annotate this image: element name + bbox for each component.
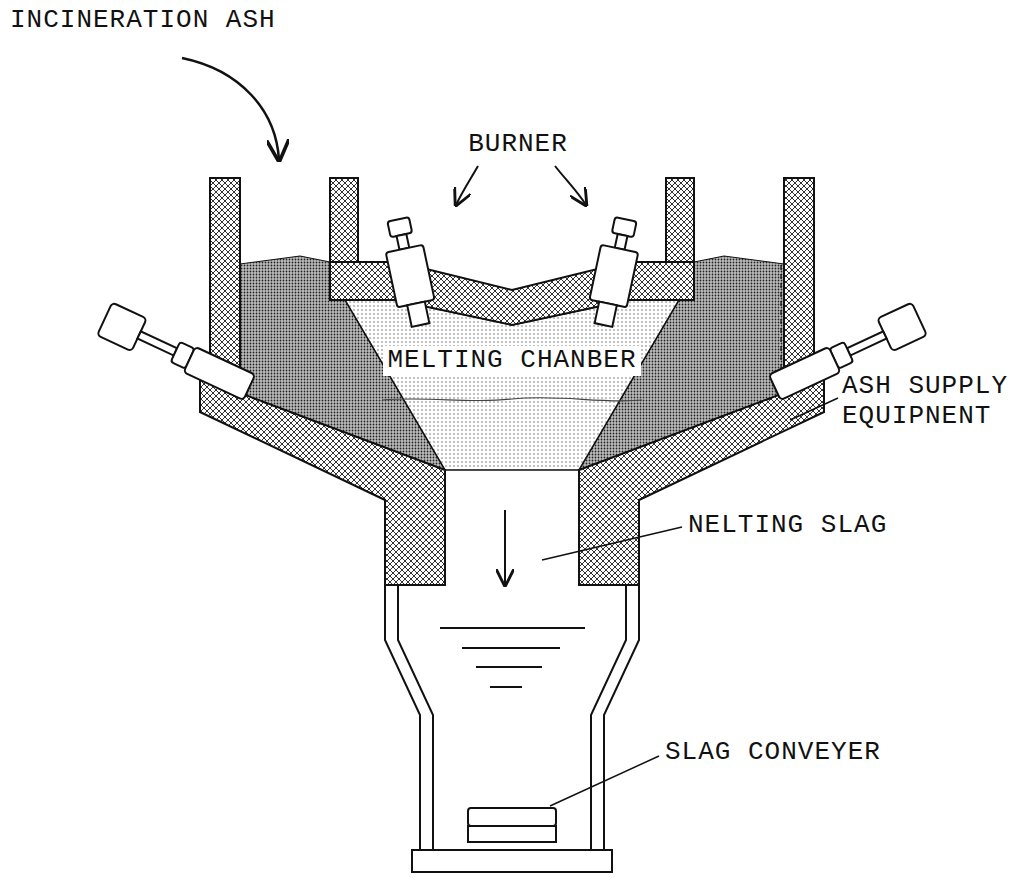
conveyor-symbol	[468, 808, 556, 826]
leader-line	[542, 527, 682, 560]
leader-arrow	[555, 166, 586, 205]
furnace-base	[200, 378, 445, 585]
feed-path	[252, 398, 440, 468]
flow-arrow	[504, 510, 506, 585]
feeder-symbol	[97, 303, 257, 403]
outer-wall	[210, 178, 240, 378]
ash-input-label: INCINERATION ASH	[10, 6, 276, 36]
feed-path	[584, 398, 772, 468]
burner-label: BURNER	[468, 130, 568, 160]
burner-symbol	[380, 215, 440, 329]
furnace-roof	[330, 262, 694, 325]
outer-wall	[784, 178, 814, 378]
tank-wall	[385, 585, 433, 850]
melt-surface	[382, 398, 642, 401]
inner-wall	[666, 178, 694, 270]
chamber-label: MELTING CHANBER	[383, 346, 640, 376]
wall-face	[780, 265, 781, 378]
conveyor-symbol	[468, 826, 556, 842]
leader-line	[550, 756, 659, 806]
furnace-base	[579, 378, 824, 585]
inner-wall	[330, 178, 358, 270]
ash-arrow	[182, 58, 279, 160]
tank-wall	[591, 585, 639, 850]
burner-symbol	[585, 215, 645, 329]
tank-base	[412, 850, 612, 872]
feeder-label: ASH SUPPLY EQUIPNENT	[842, 372, 1016, 432]
conveyor-label: SLAG CONVEYER	[665, 738, 881, 768]
leader-line	[790, 398, 838, 420]
water-surface	[440, 628, 585, 687]
slag-label: NELTING SLAG	[688, 511, 887, 541]
leader-arrow	[456, 166, 478, 205]
